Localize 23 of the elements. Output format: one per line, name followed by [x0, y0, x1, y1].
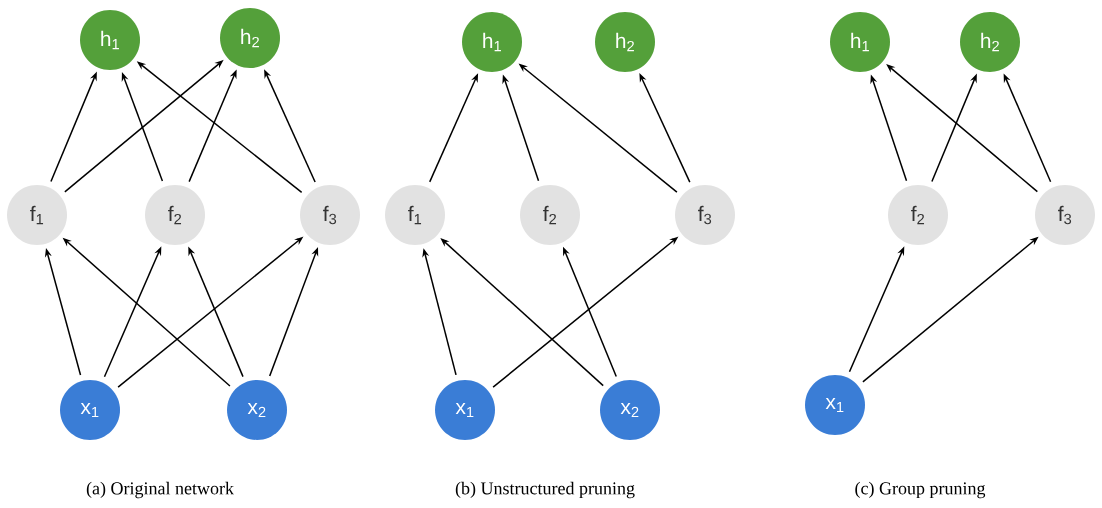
- caption: (c) Group pruning: [855, 481, 986, 499]
- hidden-node: f$_{3}$: [1035, 185, 1095, 245]
- input-node: x$_{1}$: [805, 375, 865, 435]
- output-node: h$_{1}$: [462, 12, 522, 72]
- hidden-node: f$_{2}$: [520, 185, 580, 245]
- input-node: x$_{1}$: [60, 380, 120, 440]
- arrow: [886, 64, 1039, 193]
- output-node: h$_{1}$: [80, 10, 140, 70]
- hidden-node: f$_{3}$: [300, 185, 360, 245]
- caption: (b) Unstructured pruning: [455, 481, 635, 499]
- hidden-node: f$_{3}$: [675, 185, 735, 245]
- output-node: h$_{2}$: [595, 12, 655, 72]
- hidden-node: f$_{1}$: [385, 185, 445, 245]
- input-node: x$_{2}$: [227, 380, 287, 440]
- output-node: h$_{2}$: [220, 8, 280, 68]
- output-node: h$_{2}$: [960, 12, 1020, 72]
- caption: (a) Original network: [86, 481, 234, 499]
- input-node: x$_{1}$: [435, 380, 495, 440]
- hidden-node: f$_{2}$: [888, 185, 948, 245]
- hidden-node: f$_{2}$: [145, 185, 205, 245]
- input-node: x$_{2}$: [600, 380, 660, 440]
- hidden-node: f$_{1}$: [7, 185, 67, 245]
- output-node: h$_{1}$: [830, 12, 890, 72]
